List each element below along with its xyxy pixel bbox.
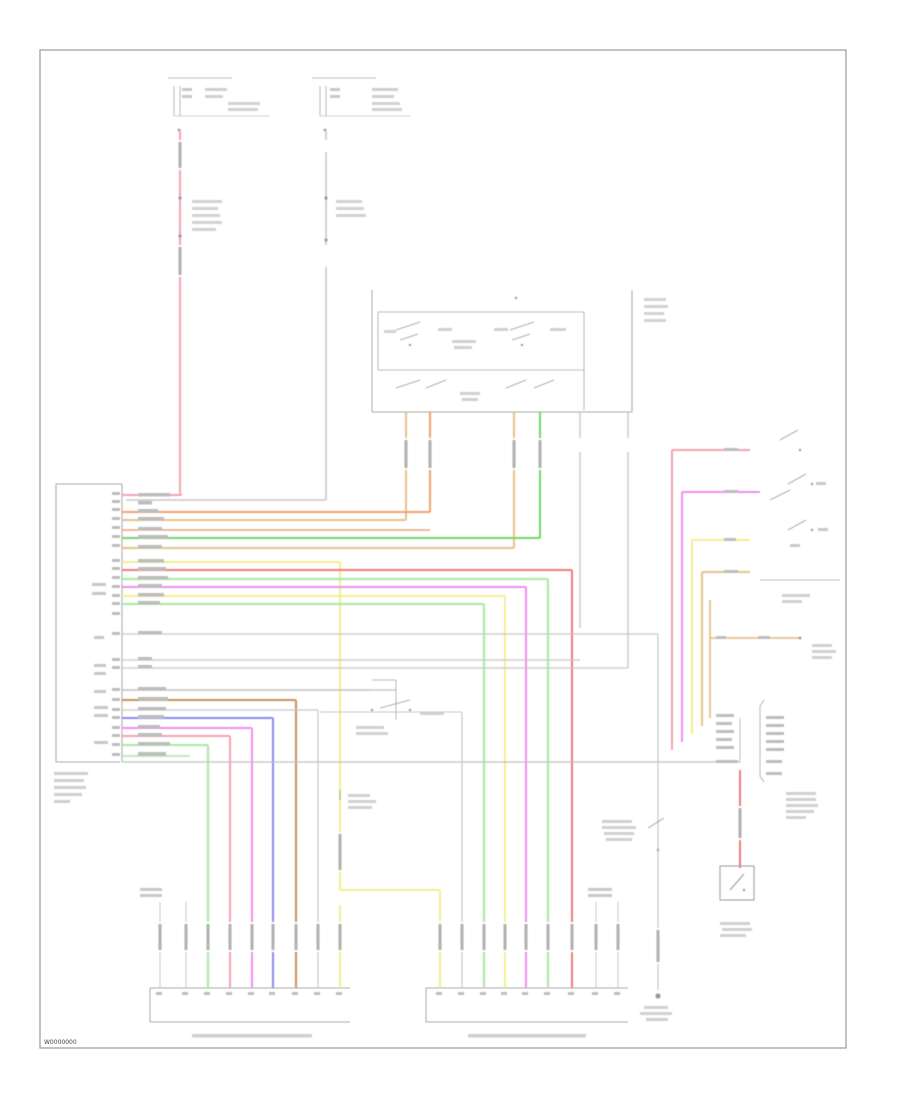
right-mirror-motor [140,888,350,1038]
switch-contact-icon [769,429,807,531]
right-switch-assembly [671,429,840,937]
connector-pin-icon [436,922,622,952]
mirror-control-module [54,483,123,803]
fuse-block-left [168,77,270,132]
harness-wires [122,494,740,905]
switch-contact-icon [395,321,555,389]
module-pin-labels [92,492,120,756]
fuse-block-middle [312,77,410,132]
retract-switch [336,679,444,872]
wire-color-labels [138,493,170,756]
figure-id: W0000000 [44,1039,77,1046]
connector-pin-icon [156,922,344,952]
diagram-frame [39,49,847,1049]
ground-icon [655,993,661,999]
switch-contact-icon [719,865,755,901]
mirror-control-switch [371,290,668,413]
ground-circuit [602,812,672,1021]
supply-wire-left [176,130,222,495]
switch-drop-wires [402,412,632,668]
left-mirror-motor [425,888,628,1038]
supply-wire-middle [126,130,366,501]
